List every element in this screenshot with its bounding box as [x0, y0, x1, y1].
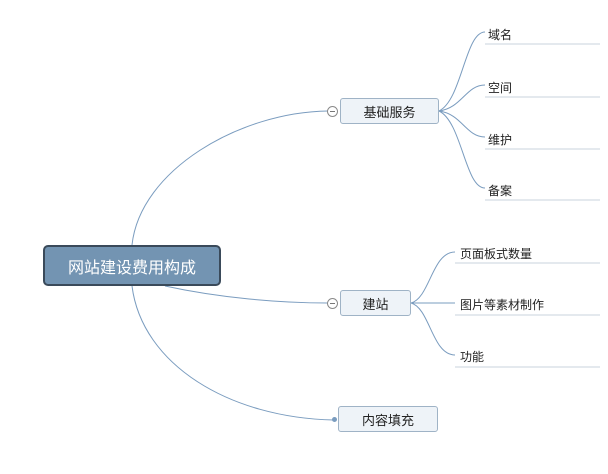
branch-node-content[interactable]: 内容填充	[338, 406, 438, 432]
collapse-toggle-build[interactable]	[327, 298, 338, 309]
root-node-label: 网站建设费用构成	[67, 257, 196, 277]
connector-build-pages	[410, 251, 456, 304]
leaf-node-label: 功能	[460, 349, 485, 364]
connector-build-func	[410, 302, 456, 356]
leaf-node-domain[interactable]: 域名	[488, 25, 512, 43]
connector-root-content	[131, 285, 335, 421]
connector-root-basic	[131, 110, 329, 246]
leaf-node-pages[interactable]: 页面板式数量	[460, 244, 532, 262]
leaf-node-record[interactable]: 备案	[488, 181, 512, 199]
leaf-node-label: 空间	[488, 80, 513, 95]
connector-end-dot	[332, 417, 337, 422]
leaf-node-function[interactable]: 功能	[460, 347, 484, 365]
connector-basic-maintain	[438, 110, 486, 138]
collapse-toggle-basic[interactable]	[327, 106, 338, 117]
branch-node-label: 基础服务	[363, 105, 416, 121]
leaf-node-maintain[interactable]: 维护	[488, 130, 512, 148]
branch-node-label: 内容填充	[361, 413, 414, 429]
leaf-node-label: 域名	[488, 27, 513, 42]
branch-node-build[interactable]: 建站	[340, 290, 411, 316]
leaf-node-label: 图片等素材制作	[460, 297, 545, 312]
leaf-node-label: 页面板式数量	[460, 246, 533, 261]
root-node[interactable]: 网站建设费用构成	[43, 245, 221, 286]
leaf-node-images[interactable]: 图片等素材制作	[460, 295, 544, 313]
connector-root-build	[164, 285, 329, 304]
branch-node-label: 建站	[362, 297, 389, 313]
leaf-node-space[interactable]: 空间	[488, 78, 512, 96]
connector-basic-record	[438, 110, 486, 189]
connector-basic-domain	[438, 31, 486, 112]
leaf-node-label: 维护	[488, 132, 513, 147]
connector-basic-space	[438, 84, 486, 112]
leaf-node-label: 备案	[488, 183, 513, 198]
branch-node-basic[interactable]: 基础服务	[340, 98, 439, 124]
